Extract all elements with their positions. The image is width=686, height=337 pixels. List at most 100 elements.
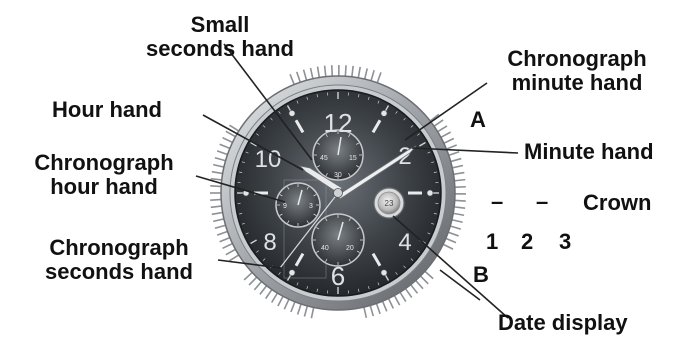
date-value: 23: [385, 199, 394, 208]
knurl-tick: [215, 225, 227, 228]
knurl-tick: [212, 172, 224, 174]
knurl-tick: [298, 303, 302, 314]
subdial-number: 45: [320, 155, 328, 162]
label-line: minute hand: [472, 71, 682, 95]
crown-position-3: 3: [559, 230, 571, 254]
knurl-tick: [332, 65, 333, 77]
knurl-tick: [211, 179, 223, 180]
label-pusher-a: A: [470, 108, 486, 132]
label-hour-hand: Hour hand: [52, 98, 162, 122]
label-chronograph-seconds-hand: Chronograph seconds hand: [4, 236, 234, 284]
knurl-tick: [453, 180, 465, 181]
hour-marker-dot: [289, 270, 295, 276]
knurl-tick: [278, 295, 284, 306]
crown-position-1: 1: [486, 230, 498, 254]
knurl-tick: [450, 159, 462, 162]
knurl-tick: [297, 72, 301, 83]
knurl-tick: [388, 298, 393, 309]
knurl-tick: [451, 219, 463, 222]
knurl-tick: [304, 305, 307, 317]
knurl-tick: [448, 152, 459, 156]
knurl-tick: [217, 151, 228, 155]
knurl-tick: [217, 231, 228, 235]
hour-marker-dot: [381, 270, 387, 276]
knurl-tick: [325, 66, 326, 78]
knurl-tick: [215, 158, 227, 161]
subdial-number: 3: [309, 203, 313, 210]
knurl-tick: [291, 301, 295, 312]
label-crown: Crown: [583, 191, 651, 215]
label-minute-hand: Minute hand: [524, 140, 654, 164]
subdial-number: 40: [321, 245, 329, 252]
label-chronograph-hour-hand: Chronograph hour hand: [4, 151, 204, 199]
knurl-tick: [254, 281, 262, 290]
subdial-number: 9: [283, 203, 287, 210]
knurl-tick: [453, 207, 465, 208]
knurl-tick: [424, 271, 433, 279]
dial-numeral-8: 8: [263, 229, 276, 256]
knurl-tick: [399, 291, 405, 301]
knurl-tick: [415, 280, 423, 289]
label-line: seconds hand: [4, 260, 234, 284]
knurl-tick: [260, 285, 267, 295]
label-date-display: Date display: [498, 311, 628, 335]
label-line: Chronograph: [4, 151, 204, 175]
knurl-tick: [213, 219, 225, 222]
knurl-tick: [370, 305, 373, 317]
knurl-tick: [442, 244, 453, 249]
knurl-tick: [249, 276, 257, 285]
dial-numeral-12: 12: [324, 108, 353, 138]
knurl-tick: [443, 139, 454, 144]
knurl-tick: [213, 165, 225, 168]
knurl-tick: [311, 306, 313, 318]
knurl-tick: [290, 74, 294, 85]
knurl-tick: [358, 67, 360, 79]
label-chronograph-minute-hand: Chronograph minute hand: [472, 47, 682, 95]
label-line: seconds hand: [100, 37, 340, 61]
knurl-tick: [364, 306, 367, 318]
knurl-tick: [364, 68, 367, 80]
label-line: Chronograph: [472, 47, 682, 71]
knurl-tick: [210, 199, 222, 200]
label-pusher-b: B: [473, 263, 489, 287]
knurl-tick: [371, 70, 374, 82]
knurl-tick: [345, 65, 346, 77]
knurl-tick: [377, 72, 381, 83]
knurl-tick: [433, 120, 443, 127]
knurl-tick: [449, 226, 461, 229]
crown-position-2: 2: [521, 230, 533, 254]
crown-position-dash: –: [536, 190, 548, 214]
label-line: Chronograph: [4, 236, 234, 260]
hour-marker-dot: [289, 110, 295, 116]
knurl-tick: [220, 144, 231, 149]
knurl-tick: [266, 289, 273, 299]
knurl-tick: [318, 67, 320, 79]
knurl-tick: [211, 206, 223, 207]
knurl-tick: [210, 186, 222, 187]
knurl-tick: [352, 66, 353, 78]
label-small-seconds-hand: Small seconds hand: [100, 13, 340, 61]
hour-marker-dot: [427, 190, 433, 196]
knurl-tick: [311, 68, 314, 80]
knurl-tick: [452, 213, 464, 215]
knurl-tick: [453, 173, 465, 175]
knurl-tick: [405, 288, 412, 298]
knurl-tick: [437, 126, 447, 132]
knurl-tick: [447, 232, 458, 236]
knurl-tick: [284, 298, 289, 309]
subdial-number: 15: [349, 155, 357, 162]
dial-numeral-4: 4: [398, 229, 411, 256]
knurl-tick: [304, 70, 307, 82]
knurl-tick: [223, 138, 234, 143]
subdial-number: 20: [346, 245, 354, 252]
knurl-tick: [451, 166, 463, 169]
hand-pinion: [334, 189, 343, 198]
knurl-tick: [394, 295, 400, 306]
knurl-tick: [420, 275, 428, 284]
subdial-number: 30: [334, 172, 342, 179]
knurl-tick: [382, 300, 387, 311]
label-line: hour hand: [4, 175, 204, 199]
knurl-tick: [410, 284, 417, 293]
knurl-tick: [454, 200, 466, 201]
